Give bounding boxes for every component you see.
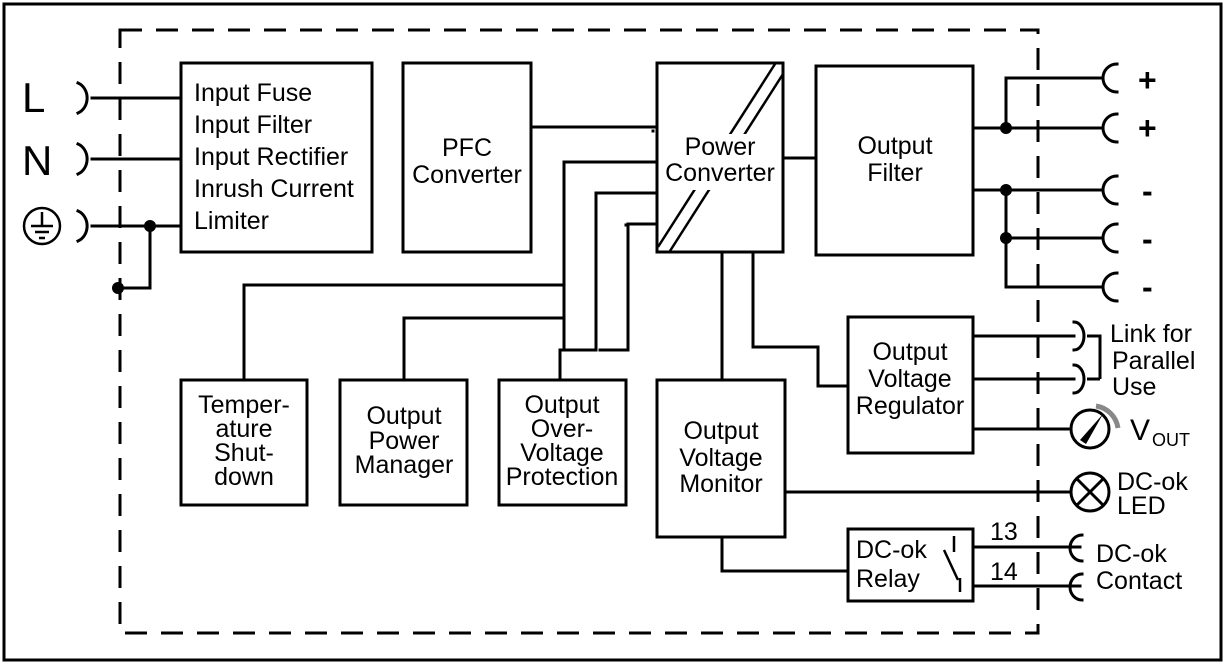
polarity-minus-2: -: [1142, 221, 1153, 257]
input-stage-line-1: Input Fuse: [194, 79, 312, 107]
polarity-plus-1: +: [1138, 62, 1157, 98]
dc-ok-led-icon: DC-ok LED: [1069, 468, 1188, 520]
power-converter-block: Power Converter: [655, 61, 785, 254]
output-clamp-3: [1101, 174, 1119, 206]
input-stage-line-4: Inrush Current: [194, 175, 354, 203]
output-power-manager-block: Output Power Manager: [338, 378, 469, 507]
regulator-line-3: Regulator: [856, 392, 964, 420]
ovp-line-2: Over-: [531, 415, 594, 443]
parallel-link-line-2: Parallel: [1112, 347, 1195, 375]
parallel-link-line-1: Link for: [1110, 320, 1192, 348]
vout-subscript: OUT: [1152, 430, 1190, 450]
parallel-link-line-3: Use: [1112, 373, 1156, 401]
power-converter-line-1: Power: [685, 133, 756, 161]
temp-line-3: Shut-: [214, 439, 274, 467]
power-converter-line-2: Converter: [665, 159, 775, 187]
output-filter-line-1: Output: [857, 132, 932, 160]
regulator-line-2: Voltage: [868, 365, 951, 393]
output-clamp-5: [1101, 271, 1119, 303]
polarity-plus-2: +: [1138, 110, 1157, 146]
internal-wiring: [242, 76, 1104, 588]
relay-pin-13: 13: [990, 518, 1018, 546]
vout-potentiometer-icon: V OUT: [1069, 403, 1190, 450]
output-filter-line-2: Filter: [867, 159, 923, 187]
dc-ok-led-line-1: DC-ok: [1117, 468, 1188, 496]
relay-pin-14: 14: [990, 558, 1018, 586]
output-clamp-2: [1101, 112, 1119, 144]
dc-ok-contact-terminals: 13 14 DC-ok Contact: [990, 518, 1182, 602]
regulator-line-1: Output: [872, 338, 947, 366]
input-terminals: L N: [22, 74, 183, 294]
pfc-line-1: PFC: [442, 134, 492, 162]
terminal-l-label: L: [22, 74, 45, 121]
ovp-line-1: Output: [524, 391, 599, 419]
temperature-shutdown-block: Temper- ature Shut- down: [179, 378, 309, 507]
terminal-pe-clamp: [76, 209, 89, 243]
output-clamp-4: [1101, 222, 1119, 254]
output-terminals: + + - - -: [1101, 62, 1157, 305]
opm-line-2: Power: [369, 427, 440, 455]
relay-line-2: Relay: [856, 565, 920, 593]
monitor-line-2: Voltage: [679, 444, 762, 472]
ovp-line-4: Protection: [506, 463, 619, 491]
temp-line-4: down: [214, 463, 274, 491]
monitor-line-1: Output: [683, 417, 758, 445]
temp-line-2: ature: [216, 415, 273, 443]
output-clamp-1: [1101, 62, 1119, 94]
relay-switch-icon: [942, 536, 962, 592]
output-voltage-monitor-block: Output Voltage Monitor: [655, 378, 787, 539]
opm-line-1: Output: [366, 402, 441, 430]
output-filter-block: Output Filter: [814, 64, 975, 257]
polarity-minus-1: -: [1142, 173, 1153, 209]
device-housing: [118, 28, 1040, 635]
dc-ok-led-line-2: LED: [1117, 492, 1166, 520]
dc-ok-relay-block: DC-ok Relay: [846, 527, 975, 603]
input-stage-block: Input Fuse Input Filter Input Rectifier …: [179, 61, 374, 254]
input-stage-line-2: Input Filter: [194, 111, 312, 139]
monitor-line-3: Monitor: [679, 470, 762, 498]
polarity-minus-3: -: [1142, 269, 1153, 305]
pfc-line-2: Converter: [412, 161, 522, 189]
ovp-line-3: Voltage: [520, 439, 603, 467]
terminal-l-clamp: [76, 81, 89, 115]
input-stage-line-3: Input Rectifier: [194, 143, 348, 171]
temp-line-1: Temper-: [198, 391, 290, 419]
relay-line-1: DC-ok: [856, 536, 927, 564]
opm-line-3: Manager: [355, 451, 454, 479]
over-voltage-protection-block: Output Over- Voltage Protection: [497, 378, 628, 507]
parallel-link-terminals: Link for Parallel Use: [1072, 320, 1195, 401]
dc-ok-contact-line-2: Contact: [1096, 567, 1182, 595]
input-stage-line-5: Limiter: [194, 207, 269, 235]
pfc-converter-block: PFC Converter: [401, 61, 533, 254]
terminal-n-label: N: [22, 137, 52, 184]
dc-ok-contact-line-1: DC-ok: [1096, 540, 1167, 568]
terminal-n-clamp: [76, 142, 89, 176]
ground-icon: [22, 206, 62, 246]
output-voltage-regulator-block: Output Voltage Regulator: [846, 315, 975, 455]
vout-label: V: [1130, 414, 1150, 447]
